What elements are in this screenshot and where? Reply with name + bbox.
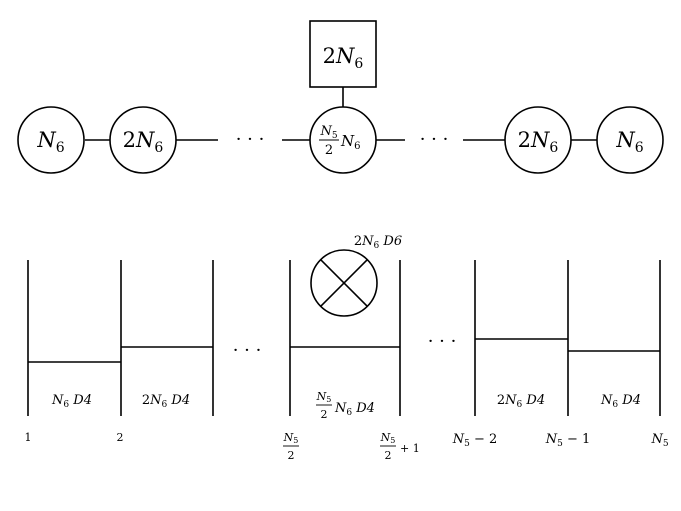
svg-text:N6 D4: N6 D4: [334, 401, 375, 418]
gauge-node-5-label: N6: [615, 128, 643, 156]
quiver-ellipsis-right: · · ·: [420, 129, 449, 150]
brane-ellipsis-left: · · ·: [233, 340, 262, 361]
brane-ellipsis-right: · · ·: [428, 331, 457, 352]
ns5-index-4: N5 2 + 1: [380, 431, 420, 462]
svg-text:N5: N5: [380, 431, 396, 445]
gauge-node-2-label: 2N6: [123, 128, 164, 156]
gauge-node-2: [109, 106, 177, 174]
ns5-index-1: 1: [25, 431, 32, 444]
svg-text:+ 1: + 1: [400, 442, 420, 455]
d6-label: 2N6 D6: [354, 234, 402, 251]
gauge-node-5: [596, 106, 664, 174]
svg-text:N5: N5: [319, 124, 337, 141]
gauge-node-4: [504, 106, 572, 174]
svg-text:2: 2: [385, 449, 392, 462]
ns5-index-7: N5: [650, 432, 668, 449]
d4-segment-middle-label: N5 2 N6 D4: [316, 390, 375, 421]
svg-text:N5: N5: [316, 390, 332, 404]
svg-text:2: 2: [325, 143, 333, 158]
ns5-index-6: N5 − 1: [545, 432, 591, 449]
svg-text:2: 2: [288, 449, 295, 462]
flavor-node-box: [309, 20, 377, 88]
gauge-node-middle-label: N5 2 N6: [319, 124, 361, 158]
svg-text:N6: N6: [340, 132, 361, 152]
gauge-node-1-label: N6: [36, 128, 64, 156]
quiver-ellipsis-left: · · ·: [236, 129, 265, 150]
svg-text:N5: N5: [283, 431, 299, 445]
d4-segment-5-label: N6 D4: [600, 393, 641, 410]
d4-segment-1-label: N6 D4: [51, 393, 92, 410]
d4-segment-4-label: 2N6 D4: [497, 393, 545, 410]
ns5-index-2: 2: [117, 431, 124, 444]
flavor-node-label: 2N6: [323, 44, 364, 72]
ns5-index-5: N5 − 2: [452, 432, 498, 449]
d4-segment-2-label: 2N6 D4: [142, 393, 190, 410]
ns5-index-3: N5 2: [283, 431, 299, 462]
svg-text:2: 2: [321, 408, 328, 421]
gauge-node-middle: [309, 106, 377, 174]
gauge-node-1: [17, 106, 85, 174]
gauge-node-4-label: 2N6: [518, 128, 559, 156]
d6-brane-symbol: [310, 249, 378, 317]
